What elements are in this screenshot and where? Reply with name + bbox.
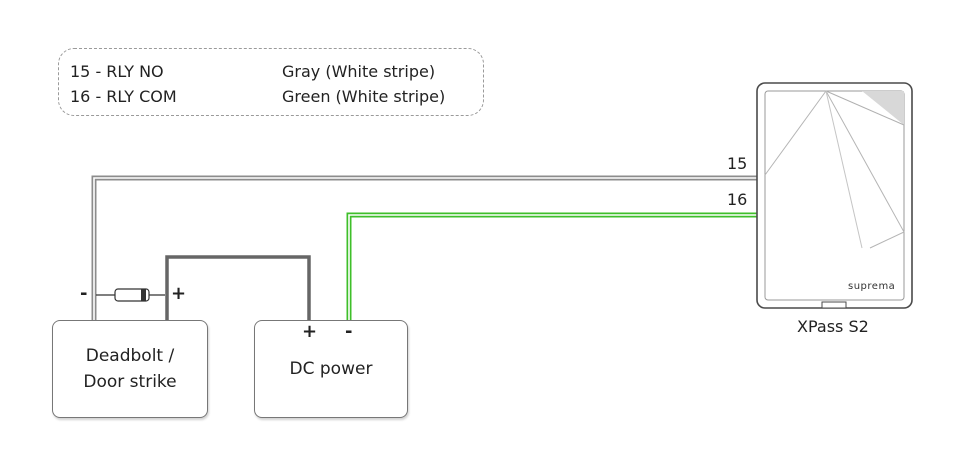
deadbolt-box: Deadbolt / Door strike <box>52 320 208 418</box>
brand-logo: suprema <box>848 281 896 292</box>
deadbolt-plus-sign: + <box>171 283 187 304</box>
wire-15-label: 15 <box>727 154 748 173</box>
legend-pin-15: 15 - RLY NO <box>70 62 164 81</box>
deadbolt-label-line2: Door strike <box>83 372 177 392</box>
deadbolt-minus-sign: - <box>80 283 88 304</box>
power-wire <box>165 255 311 320</box>
dc-power-box: DC power <box>254 320 408 418</box>
wire-16-label: 16 <box>727 190 748 209</box>
legend-color-16: Green (White stripe) <box>282 87 446 106</box>
wire-15 <box>91 175 762 320</box>
diode-icon <box>96 288 165 302</box>
dc-power-minus-sign: - <box>345 321 353 342</box>
device-name: XPass S2 <box>797 317 869 336</box>
legend-color-15: Gray (White stripe) <box>282 62 436 81</box>
dc-power-label: DC power <box>289 359 373 379</box>
legend-pin-16: 16 - RLY COM <box>70 87 177 106</box>
xpass-device <box>756 82 913 309</box>
dc-power-plus-sign: + <box>302 321 318 342</box>
deadbolt-label-line1: Deadbolt / <box>85 346 175 366</box>
wire-legend <box>58 48 484 116</box>
wire-16 <box>346 212 762 320</box>
